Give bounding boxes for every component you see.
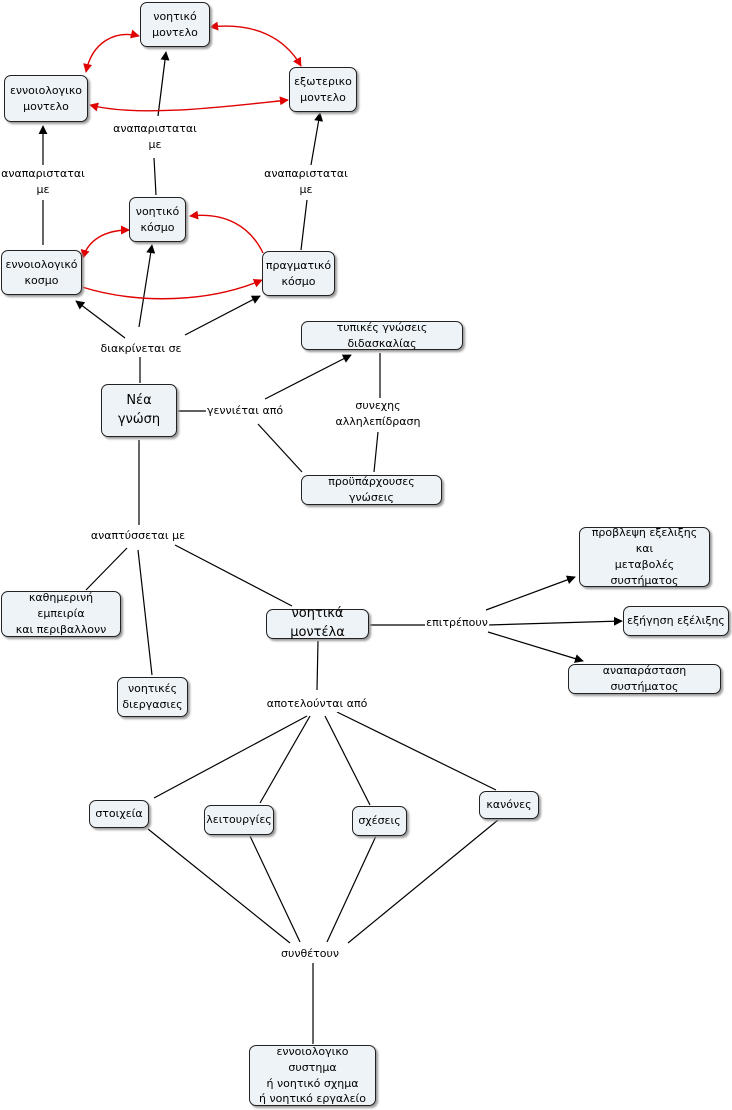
link-line [153, 157, 157, 196]
node-ennoiologiko-kosmo: εννοιολογικό κοσμο [1, 250, 82, 295]
link-label-synechis: συνεχης αλληλεπίδραση [334, 398, 422, 430]
link-label-apoteloyntai: αποτελούνται από [265, 696, 369, 712]
link-line [316, 640, 319, 691]
link-line [257, 423, 303, 473]
cross-link-line [83, 29, 140, 73]
link-line [249, 835, 301, 943]
link-line [259, 715, 311, 804]
node-noetiko-montelo: νοητικό μοντελο [140, 2, 210, 47]
node-typikes-gnoseis: τυπικές γνώσεις διδασκαλίας [301, 321, 463, 350]
link-line [184, 295, 261, 336]
cross-link-line [209, 21, 302, 67]
link-label-gennietai: γεννιέται από [205, 403, 285, 419]
node-noetika-montela: νοητικά μοντέλα [266, 606, 369, 640]
node-provlepsi: προβλεψη εξελιξης και μεταβολές συστήματ… [579, 526, 710, 587]
node-exigisi-exelixis: εξήγηση εξέλιξης [623, 606, 729, 636]
link-line [336, 711, 497, 791]
link-line [324, 715, 371, 806]
node-leitourgies: λειτουργίες [204, 805, 274, 835]
link-line [310, 112, 324, 166]
node-exoteriko-montelo: εξωτερικο μοντελο [289, 67, 357, 112]
link-line [347, 819, 499, 944]
link-line [264, 354, 352, 400]
link-line [326, 835, 377, 943]
link-line [137, 549, 153, 676]
node-noetikes-diergasies: νοητικές διεργασιες [117, 677, 188, 717]
node-scheseis: σχέσεις [352, 806, 407, 836]
link-line [75, 300, 126, 339]
node-kanones: κανόνες [479, 791, 539, 819]
link-label-anaparistatai: αναπαρισταται με [0, 166, 86, 198]
link-line [174, 544, 293, 607]
link-label-diakrinetai: διακρίνεται σε [99, 341, 183, 357]
link-label-anaparistatai: αναπαρισταται με [263, 166, 349, 198]
node-ennoiologiko-systima: εννοιολογικο συστημα ή νοητικό σχημα ή ν… [249, 1045, 376, 1106]
link-line [138, 244, 156, 328]
link-line [487, 631, 584, 663]
link-label-anaptyssetai: αναπτύσσεται με [89, 528, 187, 544]
link-label-synthetoun: συνθέτουν [279, 946, 341, 962]
node-kathimerini-empeiria: καθημερινή εμπειρία και περιβαλλονν [1, 591, 121, 637]
link-line [487, 616, 623, 626]
link-line [485, 575, 576, 611]
node-proyparxouses-gnoseis: προϋπάρχουσες γνώσεις [301, 475, 442, 505]
node-pragmatiko-kosmo: πραγματικό κόσμο [262, 251, 335, 296]
link-line [373, 431, 379, 473]
node-noetiko-kosmo: νοητικό κόσμο [129, 197, 186, 242]
link-line [153, 715, 308, 799]
link-line [147, 828, 291, 944]
cross-link-line [189, 210, 264, 254]
node-stoixeia: στοιχεία [89, 800, 149, 828]
link-line [85, 547, 128, 591]
cross-link-line [80, 225, 130, 259]
link-label-epitrepoun: επιτρέπουν [425, 615, 489, 631]
node-ennoiologiko-montelo: εννοιολογικο μοντελο [4, 75, 88, 122]
link-label-anaparistatai: αναπαρισταται με [112, 121, 198, 153]
link-line [157, 51, 170, 117]
node-anaparastasi-systimatos: αναπαράσταση συστήματος [568, 664, 721, 694]
node-nea-gnosi: Νέα γνώση [101, 384, 177, 437]
link-line [300, 199, 308, 251]
cross-link-line [89, 96, 289, 112]
cross-link-line [81, 279, 263, 300]
